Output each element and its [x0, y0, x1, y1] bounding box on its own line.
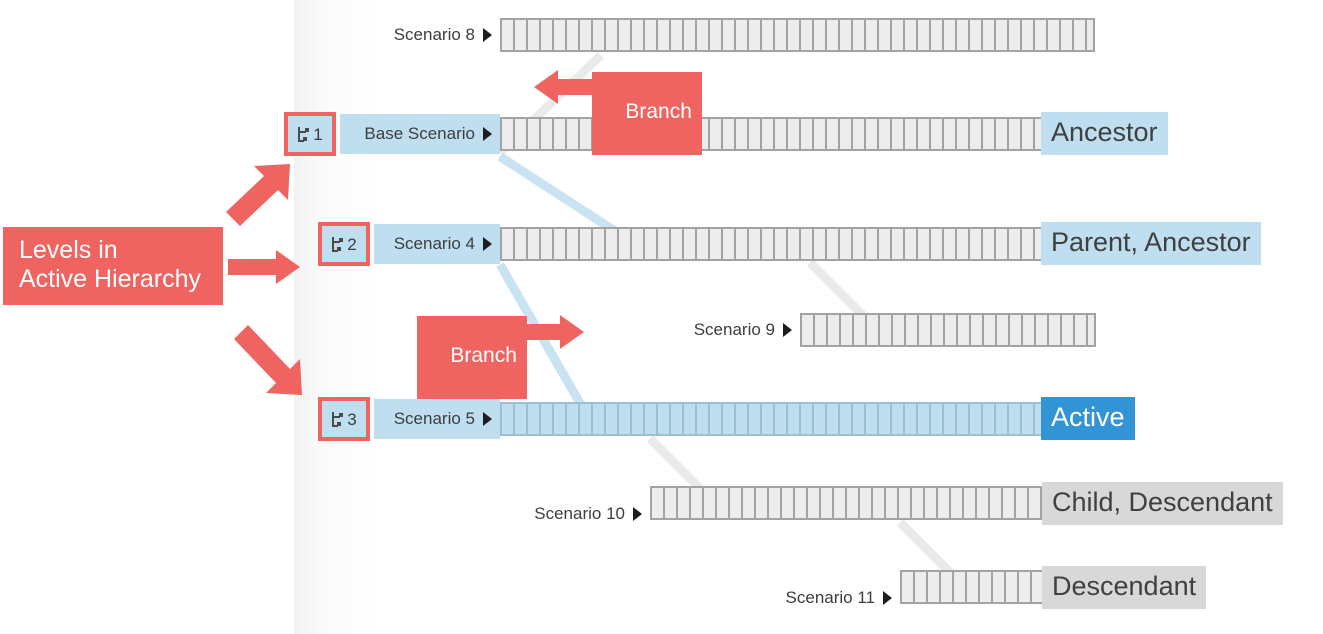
- play-triangle-icon[interactable]: [483, 237, 492, 251]
- role-label: Ancestor: [1051, 116, 1158, 147]
- callout-label: Branch: [625, 100, 692, 124]
- play-triangle-icon[interactable]: [483, 28, 492, 42]
- hierarchy-level-icon: [297, 126, 310, 142]
- gantt-bar-scenario-9[interactable]: [800, 313, 1096, 347]
- role-tag-ancestor: Ancestor: [1041, 112, 1168, 155]
- row-label-scenario-4[interactable]: Scenario 4: [374, 224, 500, 264]
- arrow-up-right-icon: [224, 160, 290, 226]
- role-label: Active: [1051, 401, 1125, 432]
- scenario-name: Scenario 9: [693, 320, 775, 339]
- level-badge-3[interactable]: 3: [318, 397, 370, 441]
- role-tag-descendant: Descendant: [1042, 566, 1207, 609]
- gantt-bar-scenario-10[interactable]: [650, 486, 1042, 520]
- level-chip: 1: [288, 116, 332, 152]
- callout-label: Branch: [450, 344, 517, 368]
- role-tag-child-descendant: Child, Descendant: [1042, 482, 1283, 525]
- scenario-name: Scenario 5: [393, 409, 475, 428]
- gantt-bar-scenario-4[interactable]: [500, 227, 1043, 261]
- callout-branch-mid: Branch: [417, 316, 527, 400]
- level-number: 2: [347, 234, 357, 254]
- level-badge-2[interactable]: 2: [318, 222, 370, 266]
- row-label-scenario-9[interactable]: Scenario 9: [645, 310, 800, 350]
- row-label-scenario-10[interactable]: Scenario 10: [490, 494, 650, 534]
- row-label-scenario-5[interactable]: Scenario 5: [374, 399, 500, 439]
- callout-branch-top: Branch: [592, 72, 702, 156]
- play-triangle-icon[interactable]: [483, 127, 492, 141]
- scenario-name: Scenario 11: [785, 588, 875, 607]
- play-triangle-icon[interactable]: [883, 591, 892, 605]
- row-label-scenario-8[interactable]: Scenario 8: [340, 15, 500, 55]
- level-chip: 2: [322, 226, 366, 262]
- scenario-name: Base Scenario: [364, 124, 475, 143]
- hierarchy-level-icon: [331, 411, 344, 427]
- hierarchy-level-icon: [331, 236, 344, 252]
- role-label: Descendant: [1052, 570, 1197, 601]
- gantt-bar-base-scenario[interactable]: [500, 117, 1043, 151]
- row-label-base-scenario[interactable]: Base Scenario: [340, 114, 500, 154]
- role-tag-parent-ancestor: Parent, Ancestor: [1041, 222, 1261, 265]
- arrow-right-icon: [228, 248, 300, 286]
- play-triangle-icon[interactable]: [633, 507, 642, 521]
- level-number: 3: [347, 409, 357, 429]
- arrow-right-icon: [514, 313, 584, 351]
- level-badge-1[interactable]: 1: [284, 112, 336, 156]
- callout-levels-in-active-hierarchy: Levels in Active Hierarchy: [3, 227, 223, 305]
- scenario-name: Scenario 4: [393, 234, 475, 253]
- play-triangle-icon[interactable]: [783, 323, 792, 337]
- gantt-bar-scenario-5[interactable]: [500, 402, 1043, 436]
- role-tag-active: Active: [1041, 397, 1135, 440]
- level-number: 1: [313, 124, 323, 144]
- role-label: Parent, Ancestor: [1051, 226, 1251, 257]
- arrow-left-icon: [534, 68, 604, 106]
- gantt-bar-scenario-8[interactable]: [500, 18, 1095, 52]
- arrow-down-right-icon: [224, 325, 302, 397]
- scenario-name: Scenario 8: [393, 25, 475, 44]
- role-label: Child, Descendant: [1052, 486, 1273, 517]
- scenario-name: Scenario 10: [534, 504, 625, 523]
- play-triangle-icon[interactable]: [483, 412, 492, 426]
- connector-base-to-scenario4: [497, 152, 620, 236]
- callout-label: Levels in Active Hierarchy: [19, 235, 201, 293]
- row-label-scenario-11[interactable]: Scenario 11: [740, 578, 900, 618]
- level-chip: 3: [322, 401, 366, 437]
